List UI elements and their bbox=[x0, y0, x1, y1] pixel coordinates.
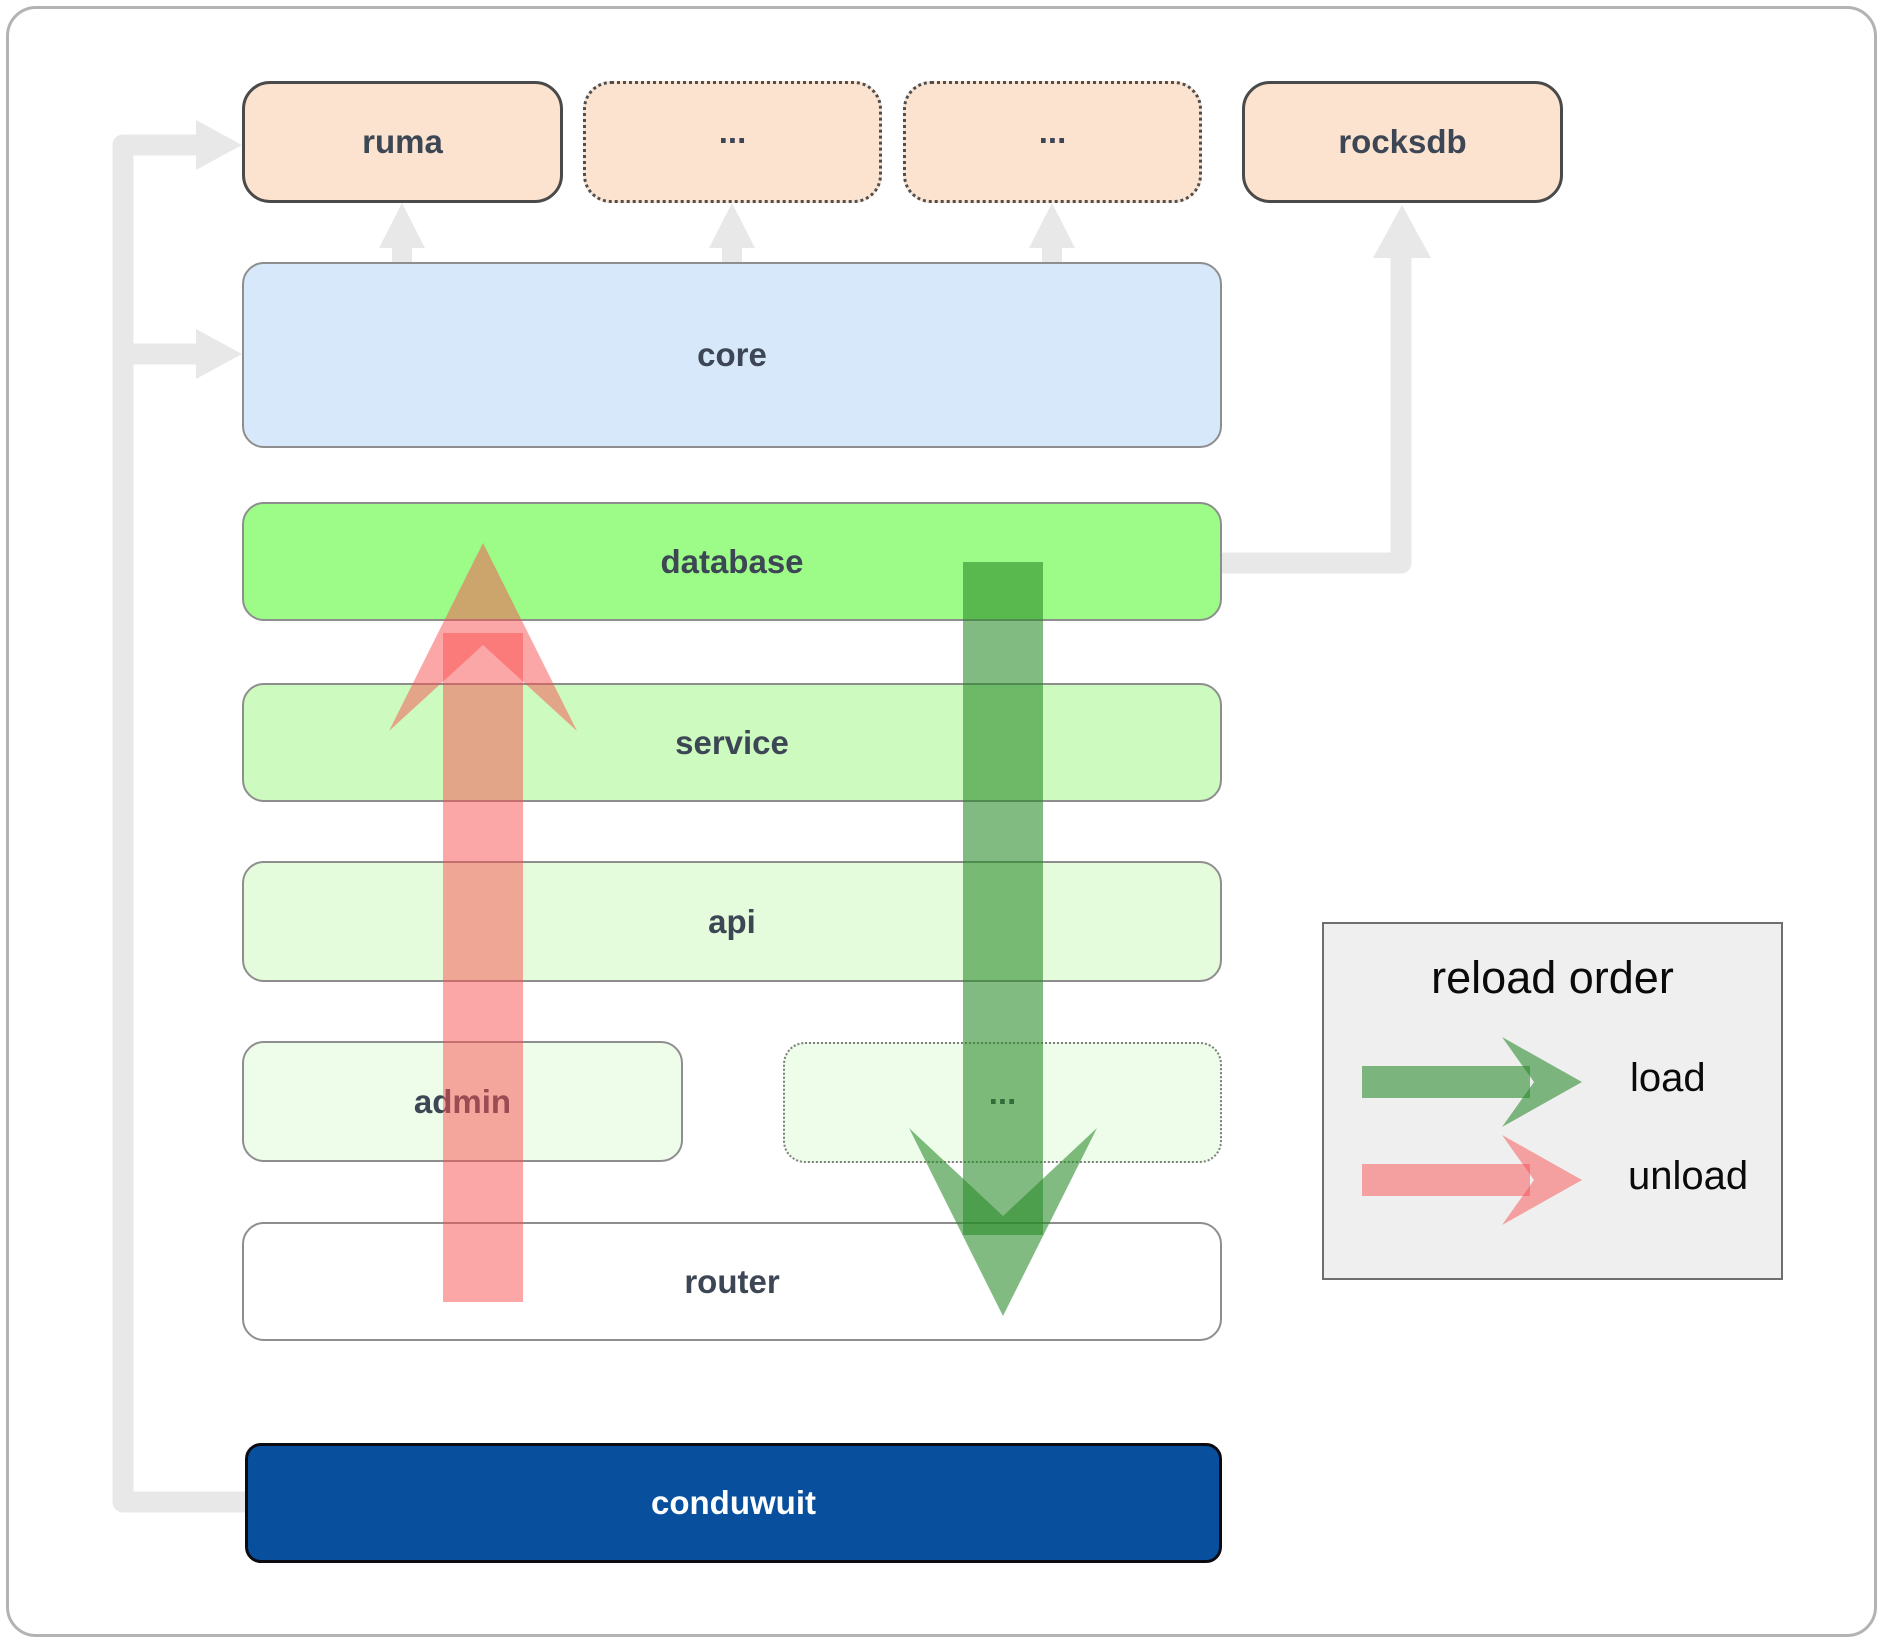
box-api: api bbox=[242, 861, 1222, 982]
box-ruma-label: ruma bbox=[362, 123, 443, 160]
box-core: core bbox=[242, 262, 1222, 448]
legend: reload order load unload bbox=[1322, 922, 1783, 1280]
box-database: database bbox=[242, 502, 1222, 621]
box-conduwuit-label: conduwuit bbox=[651, 1484, 816, 1521]
box-database-label: database bbox=[660, 542, 804, 580]
box-core-label: core bbox=[697, 336, 767, 373]
box-admin-label: admin bbox=[413, 1082, 512, 1120]
box-crates-more-2-label: ... bbox=[1038, 113, 1067, 150]
box-rocksdb-label: rocksdb bbox=[1338, 123, 1467, 160]
box-services-more-label: ... bbox=[988, 1073, 1017, 1111]
box-rocksdb: rocksdb bbox=[1242, 81, 1563, 203]
outer-frame bbox=[6, 6, 1877, 1637]
box-crates-more-2: ... bbox=[903, 81, 1202, 203]
legend-load-label: load bbox=[1630, 1056, 1706, 1100]
box-service-label: service bbox=[675, 723, 789, 761]
box-crates-more-1-label: ... bbox=[718, 113, 747, 150]
box-ruma: ruma bbox=[242, 81, 563, 203]
legend-unload-label: unload bbox=[1628, 1154, 1749, 1198]
box-services-more: ... bbox=[783, 1042, 1222, 1163]
box-admin: admin bbox=[242, 1041, 683, 1162]
box-router-label: router bbox=[684, 1262, 780, 1300]
box-service: service bbox=[242, 683, 1222, 802]
box-api-label: api bbox=[708, 902, 756, 940]
box-conduwuit: conduwuit bbox=[245, 1443, 1222, 1563]
box-crates-more-1: ... bbox=[583, 81, 882, 203]
legend-title: reload order bbox=[1431, 952, 1674, 1003]
box-router: router bbox=[242, 1222, 1222, 1341]
